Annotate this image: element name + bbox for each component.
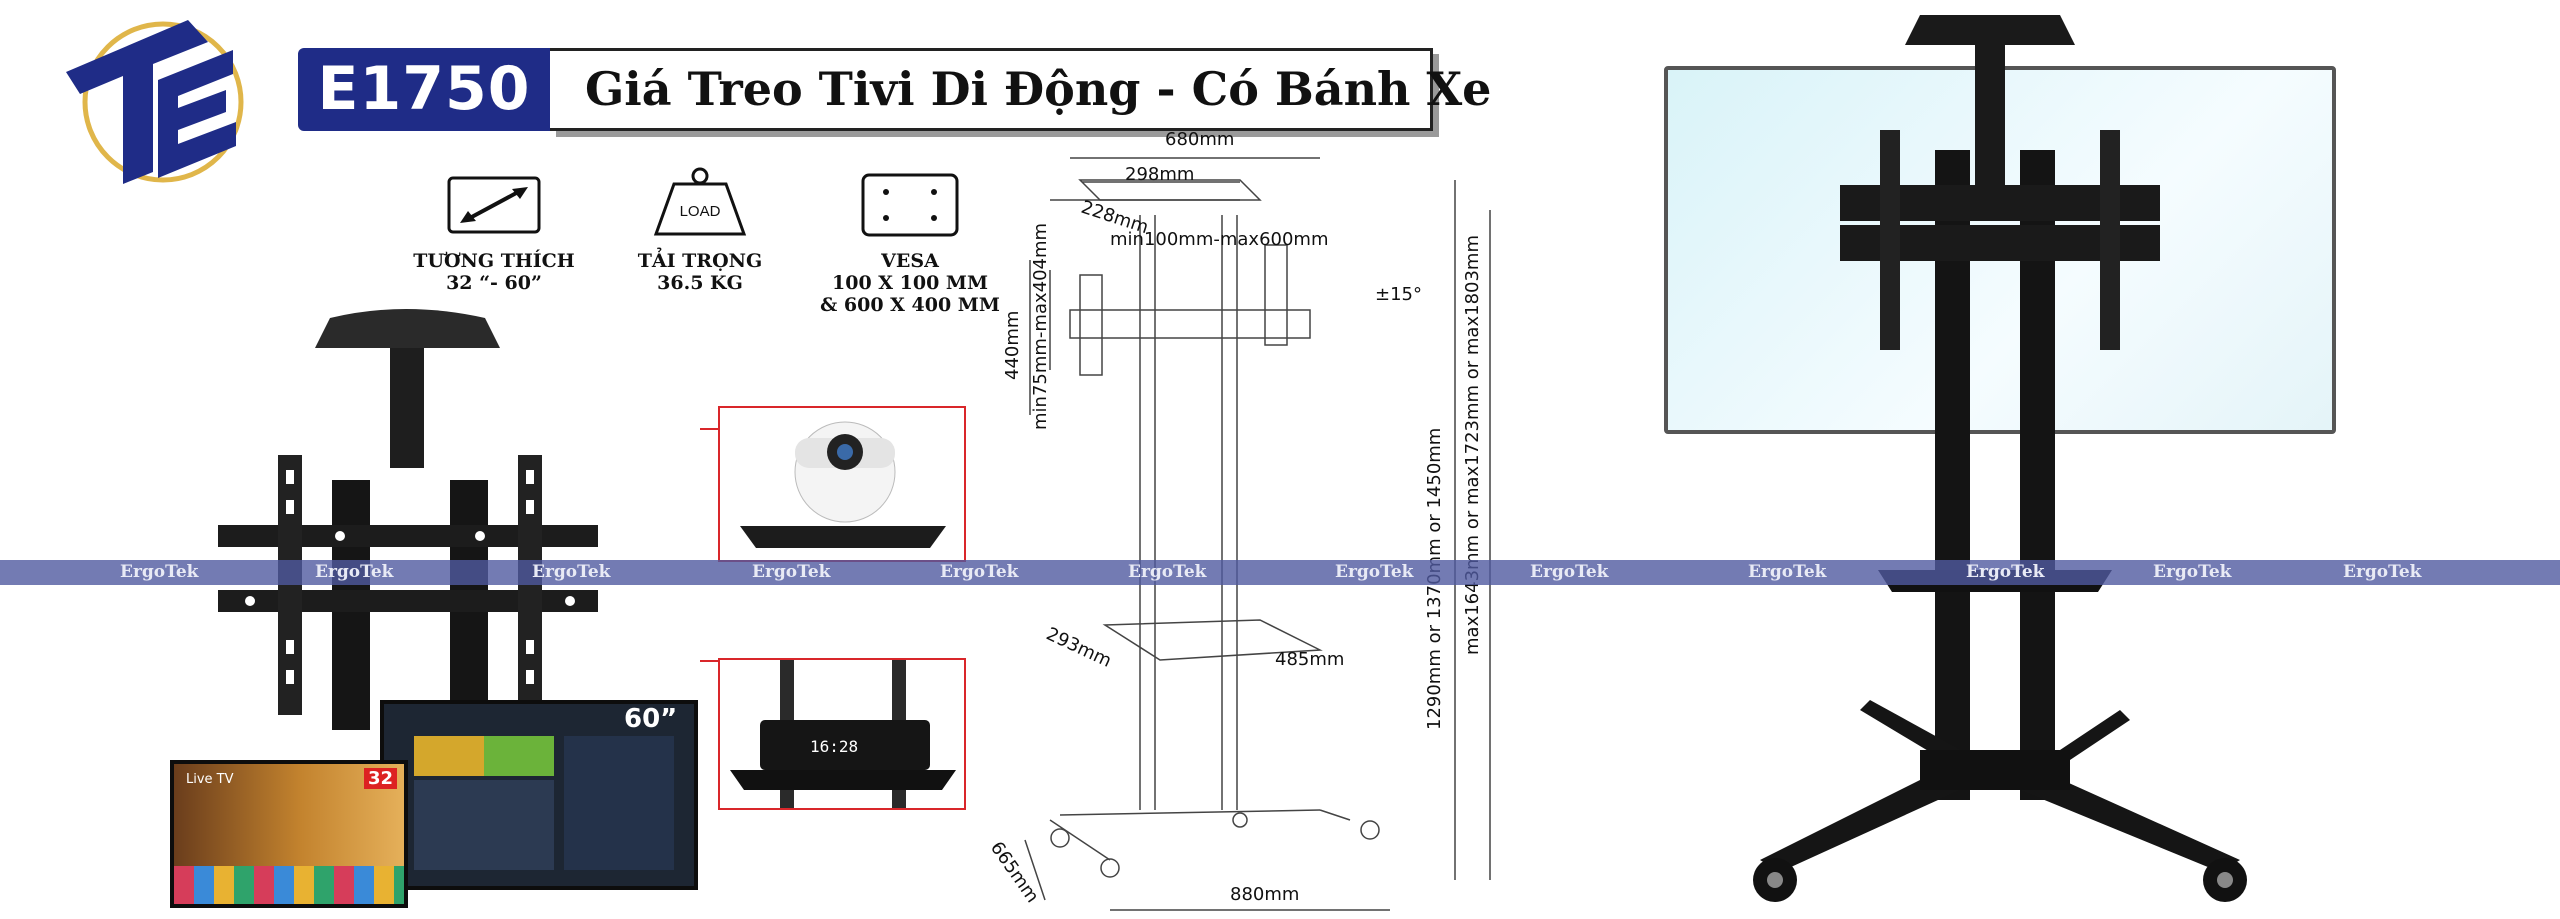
dim-mount-vertical: min75mm-max404mm — [1030, 223, 1051, 430]
tv-screen-large: 60” — [380, 700, 698, 890]
watermark-text: ErgoTek — [1530, 562, 1609, 582]
dim-shelf-width: 485mm — [1275, 649, 1344, 670]
watermark-text: ErgoTek — [2153, 562, 2232, 582]
tv-tile — [414, 736, 484, 776]
dim-tilt: ±15° — [1375, 284, 1422, 305]
spec-load: TẢI TRỌNG 36.5 KG — [610, 250, 790, 294]
dim-height: 440mm — [1002, 311, 1023, 380]
inset-connector — [700, 428, 718, 430]
tv-size-badge-large: 60” — [624, 704, 678, 734]
watermark-text: ErgoTek — [1748, 562, 1827, 582]
vesa-pattern-icon — [861, 173, 959, 237]
watermark-text: ErgoTek — [1128, 562, 1207, 582]
tv-app-grid — [564, 736, 674, 870]
model-code-badge: E1750 — [298, 48, 550, 131]
title-frame — [550, 48, 1433, 131]
watermark-text: ErgoTek — [532, 562, 611, 582]
brand-logo — [66, 20, 244, 184]
spec-compatibility: TƯƠNG THÍCH 32 “- 60” — [400, 250, 588, 294]
watermark-text: ErgoTek — [2343, 562, 2422, 582]
spec-compatibility-value: 32 “- 60” — [446, 272, 542, 294]
spec-vesa-label: VESA — [881, 250, 939, 272]
dim-total-height-2: max1643mm or max1723mm or max1803mm — [1462, 235, 1483, 655]
watermark-text: ErgoTek — [315, 562, 394, 582]
tv-screen-small: Live TV 32 — [170, 760, 408, 908]
spec-load-value: 36.5 KG — [657, 272, 743, 294]
spec-compatibility-label: TƯƠNG THÍCH — [413, 250, 575, 272]
dim-tray-width: 298mm — [1125, 164, 1194, 185]
dim-shelf-depth: 293mm — [1043, 623, 1115, 671]
tv-tile — [484, 736, 554, 776]
dim-mount-range: min100mm-max600mm — [1110, 229, 1329, 250]
inset-connector — [700, 660, 718, 662]
dimension-drawing: 680mm 298mm 228mm min100mm-max600mm ±15°… — [990, 129, 1491, 911]
dim-base-width: 880mm — [1230, 884, 1299, 905]
tv-box-image: 16:28 — [730, 660, 956, 808]
watermark-text: ErgoTek — [120, 562, 199, 582]
tv-app-bar — [174, 866, 404, 904]
watermark-text: ErgoTek — [1966, 562, 2045, 582]
dim-top-width: 680mm — [1165, 129, 1234, 150]
webcam-image — [740, 421, 946, 548]
spec-load-label: TẢI TRỌNG — [637, 250, 763, 272]
camera-tray-inset — [718, 406, 966, 562]
watermark-text: ErgoTek — [752, 562, 831, 582]
tv-menu-panel — [414, 780, 554, 870]
shelf-inset: 16:28 — [718, 658, 966, 810]
watermark-text: ErgoTek — [1335, 562, 1414, 582]
spec-vesa: VESA 100 X 100 MM & 600 X 400 MM — [810, 250, 1010, 316]
mount-closeup-image — [218, 309, 598, 730]
spec-vesa-value-1: 100 X 100 MM — [832, 272, 988, 294]
spec-vesa-value-2: & 600 X 400 MM — [820, 294, 1000, 316]
resize-arrow-icon — [447, 176, 541, 234]
watermark-text: ErgoTek — [940, 562, 1019, 582]
load-icon-text: LOAD — [680, 203, 721, 220]
watermark-strip — [0, 560, 2560, 585]
full-stand-image — [1753, 15, 2247, 902]
weight-load-icon: LOAD — [653, 167, 747, 236]
tv-overlay-text: Live TV — [186, 772, 234, 787]
tv-box-display: 16:28 — [810, 737, 858, 756]
page-title: Giá Treo Tivi Di Động - Có Bánh Xe — [585, 62, 1492, 116]
tv-size-badge-small: 32 — [364, 768, 398, 789]
